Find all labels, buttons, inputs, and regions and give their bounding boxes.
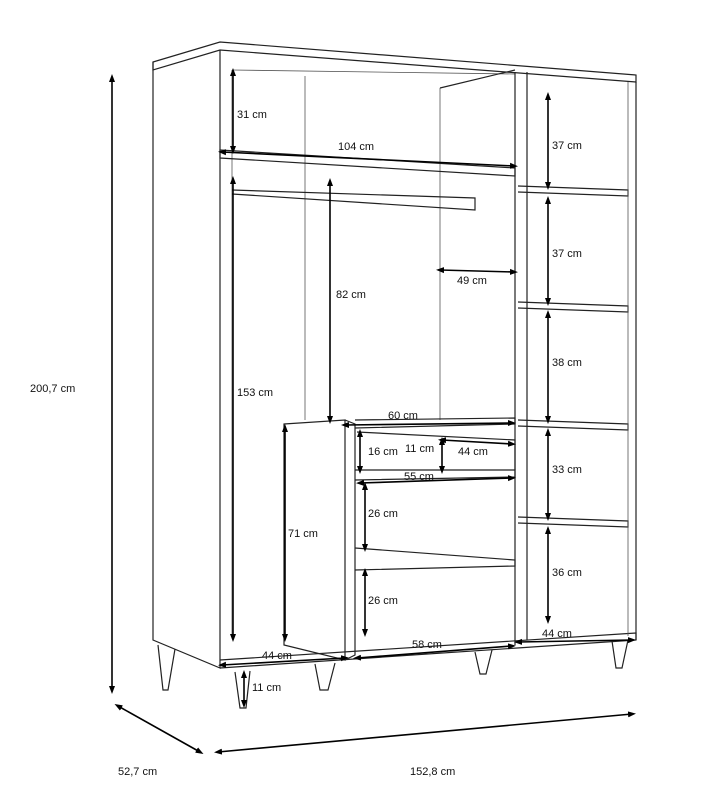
label-right-gap-3: 38 cm bbox=[552, 357, 582, 369]
label-overall-width: 152,8 cm bbox=[410, 766, 455, 778]
label-drawer-depth: 44 cm bbox=[458, 446, 488, 458]
label-base-right: 44 cm bbox=[542, 628, 572, 640]
label-base-middle: 58 cm bbox=[412, 639, 442, 651]
label-overall-height: 200,7 cm bbox=[30, 383, 75, 395]
label-right-gap-1: 37 cm bbox=[552, 140, 582, 152]
label-shelf-width: 60 cm bbox=[388, 410, 418, 422]
label-hanging-left: 153 cm bbox=[237, 387, 273, 399]
label-leg-height: 11 cm bbox=[252, 682, 281, 694]
label-drawer-height: 16 cm bbox=[368, 446, 398, 458]
dimension-labels: 200,7 cm 52,7 cm 152,8 cm 31 cm 104 cm 1… bbox=[30, 109, 582, 778]
label-compartment-2: 26 cm bbox=[368, 595, 398, 607]
label-drawer-inner-height: 11 cm bbox=[405, 443, 434, 455]
label-top-gap: 31 cm bbox=[237, 109, 267, 121]
label-drawer-width: 55 cm bbox=[404, 471, 434, 483]
label-base-left: 44 cm bbox=[262, 650, 292, 662]
label-hanging-middle: 82 cm bbox=[336, 289, 366, 301]
label-right-gap-2: 37 cm bbox=[552, 248, 582, 260]
label-rail-width: 104 cm bbox=[338, 141, 374, 153]
label-compartment-1: 26 cm bbox=[368, 508, 398, 520]
label-middle-depth: 49 cm bbox=[457, 275, 487, 287]
dimension-lines bbox=[109, 68, 636, 755]
label-door-height: 71 cm bbox=[288, 528, 318, 540]
label-overall-depth: 52,7 cm bbox=[118, 766, 157, 778]
label-right-gap-5: 36 cm bbox=[552, 567, 582, 579]
label-right-gap-4: 33 cm bbox=[552, 464, 582, 476]
